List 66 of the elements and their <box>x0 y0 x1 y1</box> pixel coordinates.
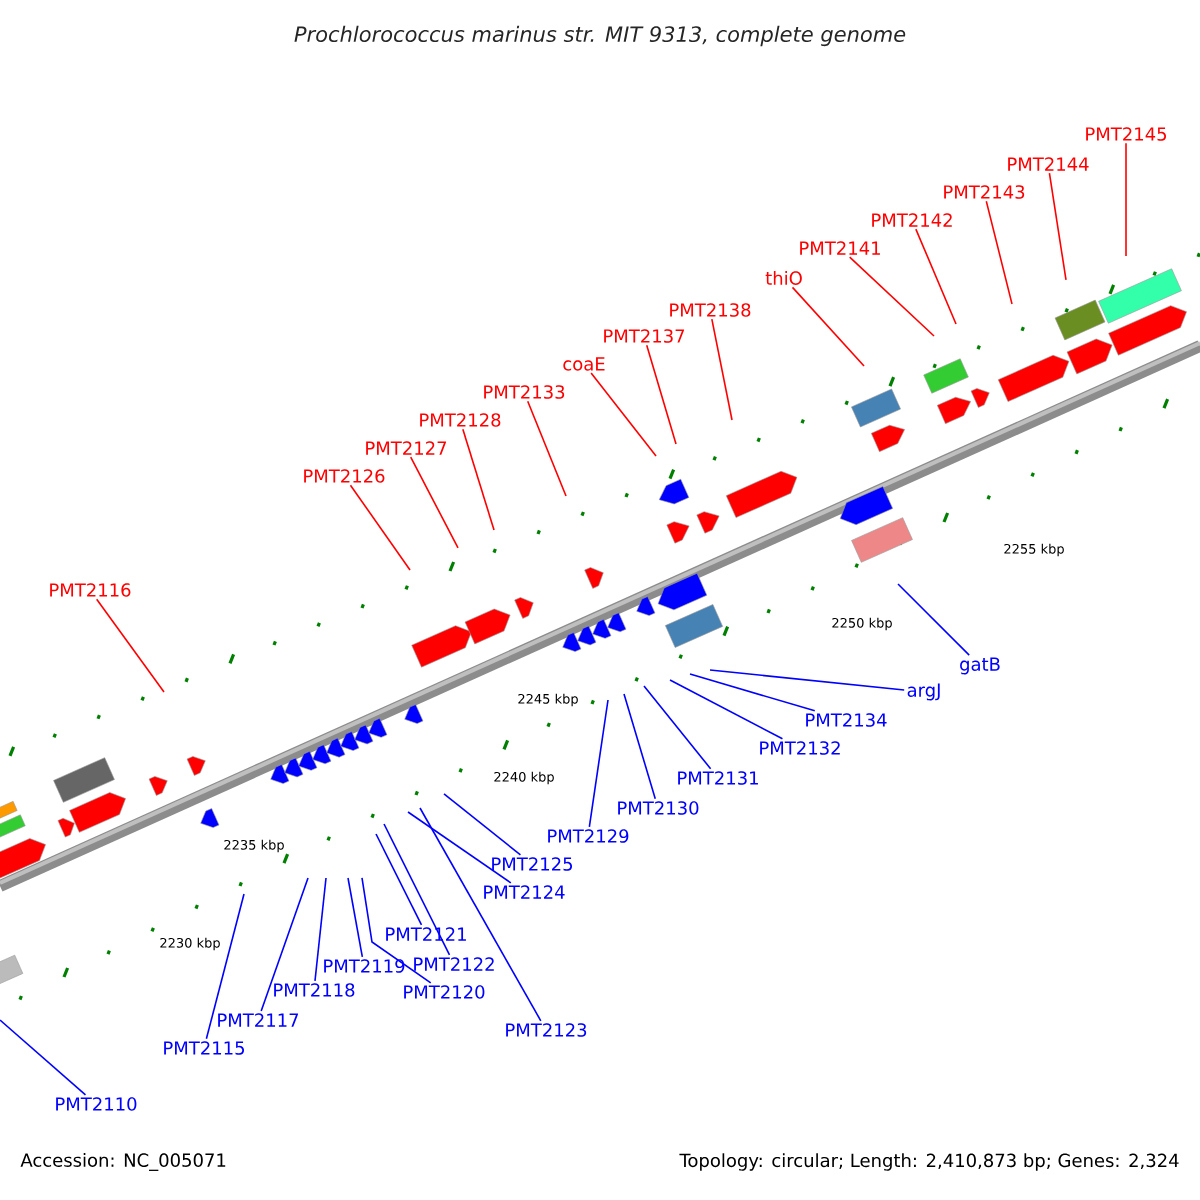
leader-line <box>526 400 567 497</box>
gene-label: PMT2141 <box>800 241 880 255</box>
gene-label: PMT2130 <box>618 801 699 815</box>
gene-label: PMT2123 <box>506 1023 587 1037</box>
gene-label: PMT2120 <box>404 985 485 999</box>
leader-line <box>643 685 712 770</box>
leader-line <box>848 256 935 337</box>
gene-label: PMT2142 <box>872 213 952 227</box>
leader-line <box>407 811 512 884</box>
leader-line <box>347 877 364 958</box>
gene-label: PMT2129 <box>548 829 629 843</box>
footer-text: Topology: circular; Length: 2,410,873 bp; Genes: 2,324 <box>679 1153 1179 1171</box>
gene-label: PMT2116 <box>50 583 131 597</box>
gene-label: PMT2131 <box>678 771 758 785</box>
leader-line <box>95 598 165 693</box>
leader-line <box>419 807 542 1022</box>
gene-label: PMT2132 <box>760 741 840 755</box>
gene-label: argJ <box>907 683 940 701</box>
gene-label: PMT2143 <box>944 185 1025 199</box>
gene-label: PMT2128 <box>420 413 501 427</box>
gene-label: PMT2115 <box>164 1041 244 1055</box>
leader-line <box>791 286 865 367</box>
footer-text: Accession: NC_005071 <box>20 1153 226 1171</box>
title: Prochlorococcus marinus str. MIT 9313, complete genome <box>294 25 906 47</box>
gene-label: PMT2110 <box>56 1097 137 1111</box>
gene-label: PMT2118 <box>274 983 355 997</box>
gene-label: coaE <box>563 357 605 371</box>
leader-line <box>915 228 957 325</box>
leader-line <box>711 318 733 421</box>
leader-line <box>897 583 970 656</box>
leader-line <box>709 669 905 691</box>
leader-line <box>588 699 609 828</box>
leader-line <box>260 877 309 1012</box>
leader-line <box>375 833 423 926</box>
gene-label: PMT2125 <box>492 857 572 871</box>
gene-label: PMT2134 <box>806 713 887 727</box>
leader-line <box>1125 142 1127 257</box>
gene-label: PMT2137 <box>604 329 685 343</box>
gene-label: PMT2145 <box>1086 127 1167 141</box>
gene-label: PMT2138 <box>670 303 751 317</box>
leader-line <box>645 344 677 445</box>
gene-label: thiO <box>765 271 802 285</box>
leader-line <box>590 372 657 457</box>
leader-line <box>462 428 495 531</box>
gene-label: PMT2117 <box>218 1013 299 1027</box>
gene-label: PMT2144 <box>1008 157 1089 171</box>
leader-line <box>689 673 816 712</box>
leader-line <box>361 877 432 984</box>
leader-line <box>1048 172 1067 281</box>
leader-line <box>0 1019 87 1096</box>
leader-line <box>383 823 451 956</box>
leader-line <box>443 793 522 856</box>
leader-line <box>623 693 657 800</box>
gene-label: PMT2124 <box>484 885 565 899</box>
leader-line <box>205 893 245 1040</box>
gene-label: PMT2133 <box>484 385 565 399</box>
leader-line <box>349 484 411 571</box>
gene-label: PMT2119 <box>324 959 405 973</box>
leader-line <box>985 200 1013 305</box>
gene-label: gatB <box>960 657 1000 675</box>
leader-line <box>409 456 459 549</box>
leader-line <box>314 877 327 982</box>
leader-line <box>669 679 784 740</box>
gene-label: PMT2126 <box>304 469 385 483</box>
gene-label: PMT2122 <box>414 957 494 971</box>
gene-label: PMT2127 <box>366 441 447 455</box>
